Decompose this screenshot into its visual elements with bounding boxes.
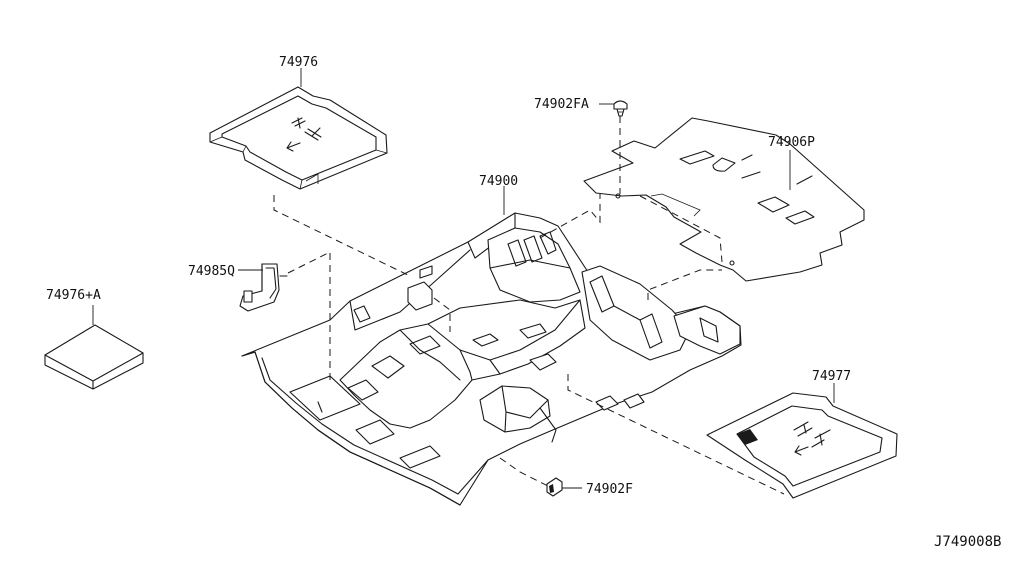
kit-box-74976a	[44, 324, 144, 390]
drawing-code: J749008B	[934, 534, 1001, 550]
rear-mat-74977	[706, 392, 898, 499]
label-74906p: 74906P	[768, 135, 815, 150]
label-74902f: 74902F	[586, 482, 633, 497]
floor-carpet-74900	[241, 212, 742, 506]
front-mat-74976	[209, 86, 388, 190]
clip-74902f	[546, 477, 563, 497]
rear-insulator-74906p	[583, 117, 865, 282]
label-74900: 74900	[479, 174, 518, 189]
clip-74902fa	[613, 100, 628, 117]
label-74976: 74976	[279, 55, 318, 70]
label-74902fa: 74902FA	[534, 97, 589, 112]
assembly-dashed-lines	[273, 116, 785, 495]
leader-lines	[92, 68, 835, 489]
label-74976a: 74976+A	[46, 288, 101, 303]
bracket-74985q	[239, 263, 288, 312]
part-labels: 74976 74902FA 74906P 74900 74985Q 74976+…	[46, 55, 1001, 550]
label-74977: 74977	[812, 369, 851, 384]
label-74985q: 74985Q	[188, 264, 235, 279]
